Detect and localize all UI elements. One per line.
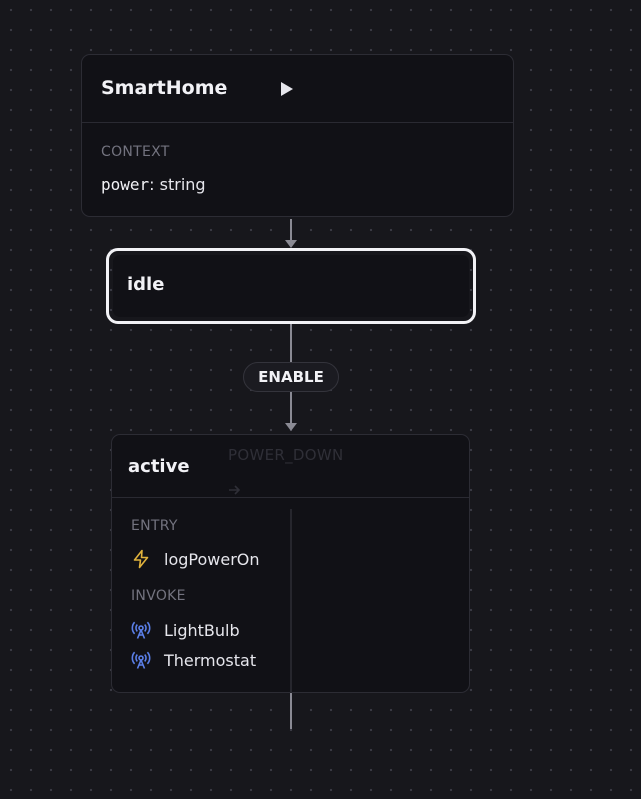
antenna-icon [131, 651, 151, 669]
invoke-item: Thermostat [131, 649, 256, 671]
context-section-label: CONTEXT [101, 144, 170, 160]
state-node-idle-body [113, 255, 469, 317]
context-key: power [101, 175, 150, 194]
invoke-label-thermostat: Thermostat [164, 650, 257, 670]
enable-edge-arrowhead [285, 423, 297, 431]
machine-title: SmartHome [101, 77, 228, 99]
state-title-idle: idle [127, 274, 165, 295]
invoke-item: LightBulb [131, 619, 240, 641]
ghost-arrow-icon [229, 485, 241, 495]
machine-header: SmartHome [82, 55, 513, 123]
state-node-idle[interactable]: idle [106, 248, 476, 324]
state-title-active: active [128, 456, 190, 477]
entry-action-label: logPowerOn [164, 549, 260, 569]
context-separator: : [149, 175, 160, 194]
machine-card: SmartHome CONTEXT power: string [81, 54, 514, 217]
antenna-icon [131, 621, 151, 639]
context-item: power: string [101, 175, 206, 194]
play-icon[interactable] [280, 81, 294, 97]
lightning-icon [133, 549, 149, 569]
context-type: string [159, 175, 206, 194]
state-header-active: active POWER_DOWN [112, 435, 469, 498]
invoke-section-label: INVOKE [131, 588, 186, 604]
invoke-label-lightbulb: LightBulb [164, 620, 240, 640]
ghost-event-label: POWER_DOWN [228, 446, 344, 464]
initial-edge-arrowhead [285, 240, 297, 248]
edge-through-active [290, 509, 292, 693]
event-pill-enable[interactable]: ENABLE [243, 362, 339, 392]
entry-section-label: ENTRY [131, 518, 178, 534]
entry-action-item: logPowerOn [131, 548, 260, 570]
